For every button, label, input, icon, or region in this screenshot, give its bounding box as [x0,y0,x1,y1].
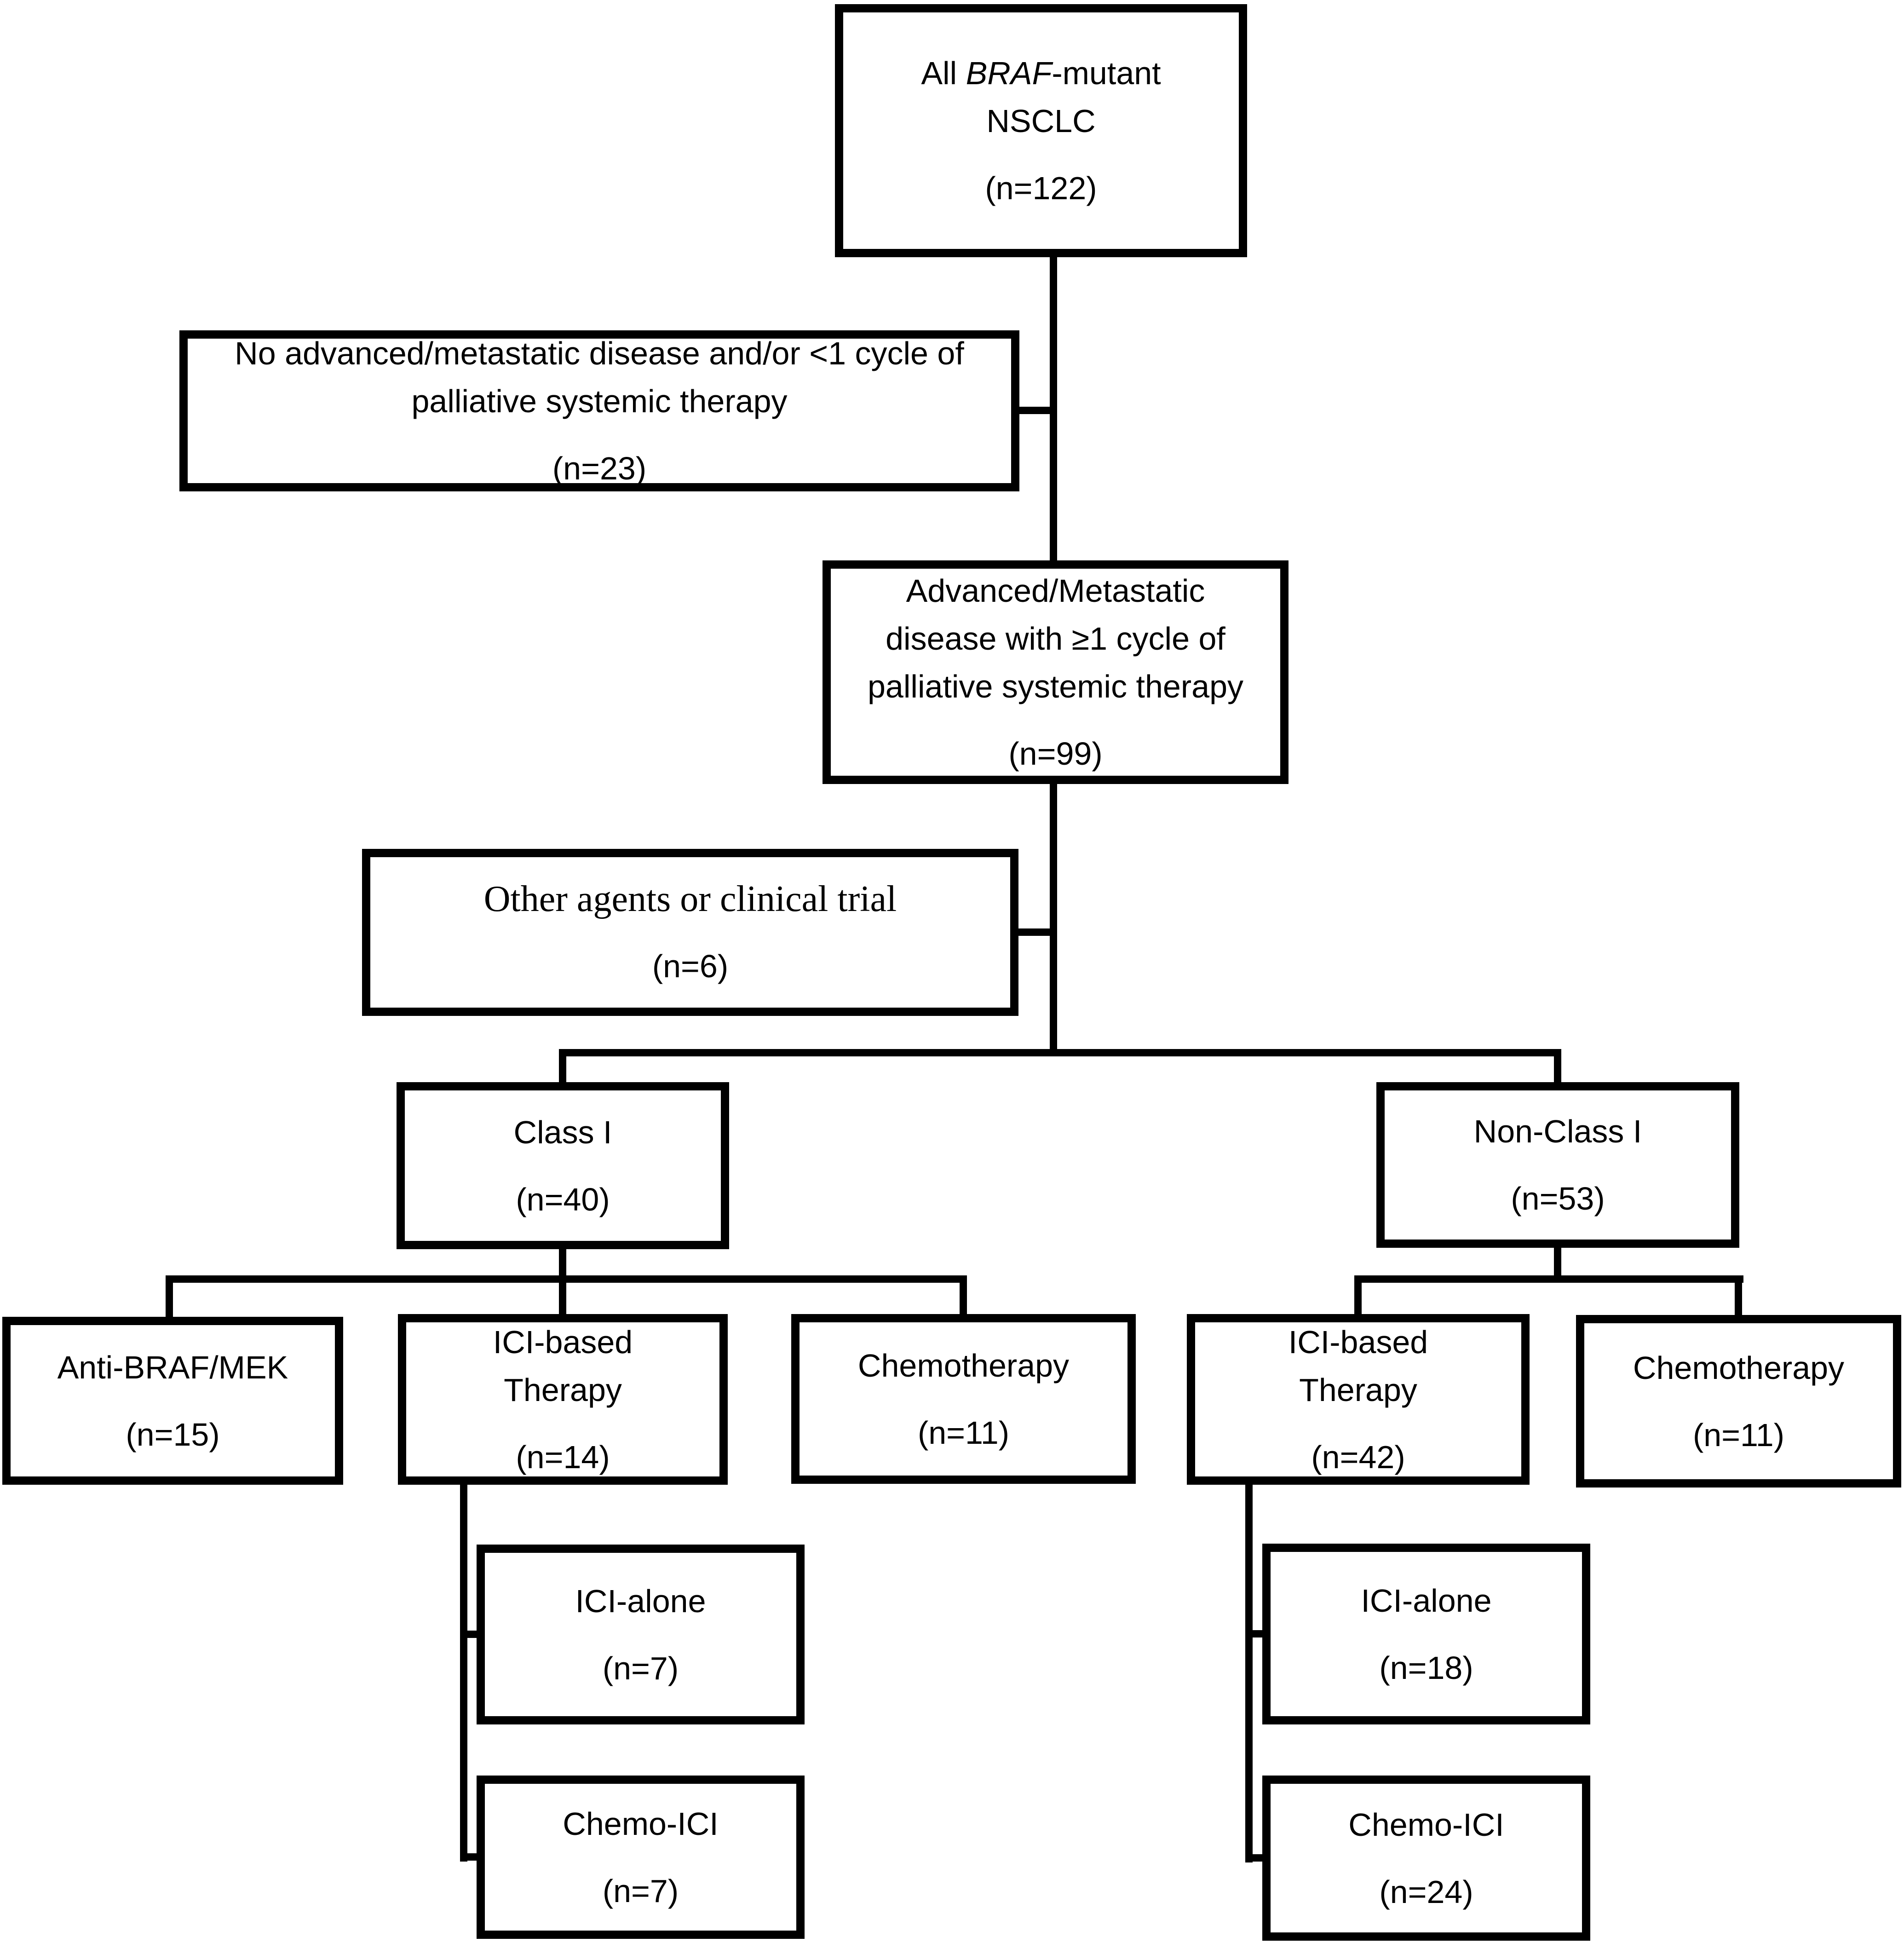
gene-name-italic: BRAF [966,55,1052,91]
box-title-line: Chemotherapy [857,1347,1070,1384]
connector-excluded2-stub [1010,928,1056,936]
connector-non-class-i-treatment-bar [1354,1275,1743,1283]
box-title-line: ICI-based [493,1324,633,1360]
box-title-line: Advanced/Metastatic [906,573,1205,609]
box-title-line: No advanced/metastatic disease and/or <1… [235,335,964,371]
count-label: (n=15) [126,1416,220,1453]
box-ici-based-therapy-non-class-i: ICI-based Therapy (n=42) [1187,1314,1530,1485]
box-ici-based-therapy-class-i: ICI-based Therapy (n=14) [398,1314,728,1485]
box-title-line: palliative systemic therapy [411,383,788,419]
box-title-line: NSCLC [986,103,1096,139]
box-title-line: Therapy [1299,1372,1417,1408]
count-label: (n=7) [602,1650,679,1686]
box-chemotherapy-class-i: Chemotherapy (n=11) [791,1314,1136,1484]
count-label: (n=23) [552,450,647,486]
connector-drop-chemo-class-i [960,1275,967,1318]
count-label: (n=99) [1008,736,1103,772]
box-ici-alone-non-class-i: ICI-alone (n=18) [1262,1544,1590,1724]
title-text: -mutant [1052,55,1161,91]
box-all-braf-mutant-nsclc: All BRAF-mutant NSCLC (n=122) [835,4,1247,257]
connector-ici-class-i-subtree [460,1482,467,1862]
box-title-line: disease with ≥1 cycle of [886,621,1225,657]
box-anti-braf-mek: Anti-BRAF/MEK (n=15) [2,1317,343,1485]
connector-class-i-treatment-bar [166,1275,967,1283]
box-advanced-metastatic-disease: Advanced/Metastatic disease with ≥1 cycl… [823,560,1289,784]
connector-excluded1-stub [1011,407,1057,414]
count-label: (n=14) [516,1439,610,1475]
connector-ici-non-class-i-subtree [1245,1482,1253,1862]
count-label: (n=11) [917,1414,1010,1451]
connector-class-i-to-treatments [559,1246,566,1320]
connector-non-class-i-to-treatments [1554,1245,1561,1283]
count-label: (n=24) [1379,1874,1473,1910]
connector-class-split-bar [559,1049,1561,1056]
box-title-line: Anti-BRAF/MEK [57,1349,288,1385]
box-excluded-no-advanced-disease: No advanced/metastatic disease and/or <1… [179,330,1019,491]
connector-drop-class-i [559,1049,566,1086]
count-label: (n=11) [1692,1417,1785,1453]
box-title-line: palliative systemic therapy [868,669,1243,704]
box-title-line: ICI-based [1288,1324,1428,1360]
box-title-line: All BRAF-mutant [921,49,1161,97]
connector-drop-ici-non-class-i [1354,1275,1362,1317]
box-other-agents-clinical-trial: Other agents or clinical trial (n=6) [362,849,1018,1016]
connector-drop-anti-braf-mek [166,1275,173,1320]
box-title-line: ICI-alone [1361,1582,1492,1619]
box-chemotherapy-non-class-i: Chemotherapy (n=11) [1576,1315,1901,1488]
connector-eligible-to-split [1050,781,1057,1053]
connector-drop-non-class-i [1554,1049,1561,1086]
box-title-line: Chemo-ICI [1348,1806,1504,1843]
count-label: (n=18) [1379,1649,1473,1686]
count-label: (n=6) [652,948,729,984]
count-label: (n=122) [985,170,1097,206]
count-label: (n=40) [516,1181,610,1217]
title-text: All [921,55,966,91]
box-title-line: Non-Class I [1473,1113,1642,1149]
box-title-line: Class I [513,1114,612,1150]
count-label: (n=7) [602,1873,679,1909]
box-title-line: ICI-alone [575,1583,706,1619]
box-title-line: Therapy [504,1372,622,1408]
box-chemo-ici-class-i: Chemo-ICI (n=7) [477,1776,805,1939]
box-class-i: Class I (n=40) [397,1082,729,1249]
box-non-class-i: Non-Class I (n=53) [1376,1082,1739,1248]
box-chemo-ici-non-class-i: Chemo-ICI (n=24) [1262,1776,1590,1941]
box-title-line: Other agents or clinical trial [483,878,897,919]
box-title-line: Chemo-ICI [563,1805,719,1842]
box-title-line: Chemotherapy [1633,1349,1845,1386]
count-label: (n=42) [1311,1439,1405,1475]
box-ici-alone-class-i: ICI-alone (n=7) [477,1545,805,1724]
connector-drop-chemo-non-class-i [1735,1275,1742,1318]
count-label: (n=53) [1511,1181,1605,1217]
